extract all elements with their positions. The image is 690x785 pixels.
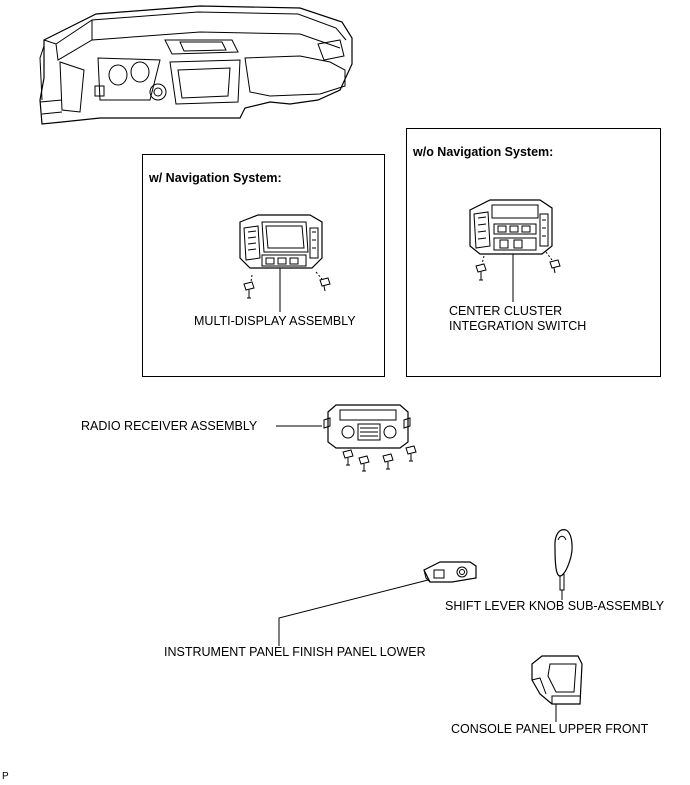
finish-panel-illustration: [278, 561, 477, 646]
with-navigation-title: w/ Navigation System:: [149, 171, 282, 185]
console-panel-label: CONSOLE PANEL UPPER FRONT: [451, 722, 649, 736]
radio-receiver-illustration: [276, 404, 417, 472]
instrument-panel-illustration: [39, 5, 353, 125]
finish-panel-label: INSTRUMENT PANEL FINISH PANEL LOWER: [164, 645, 426, 659]
without-navigation-box: w/o Navigation System:: [406, 128, 661, 377]
footer-code: P: [2, 771, 9, 782]
multi-display-label: MULTI-DISPLAY ASSEMBLY: [194, 314, 356, 328]
radio-receiver-label: RADIO RECEIVER ASSEMBLY: [81, 419, 258, 433]
center-cluster-label-line1: CENTER CLUSTER: [449, 304, 563, 318]
shift-knob-label: SHIFT LEVER KNOB SUB-ASSEMBLY: [445, 599, 665, 613]
console-panel-illustration: [531, 655, 583, 722]
center-cluster-label-line2: INTEGRATION SWITCH: [449, 319, 587, 333]
with-navigation-box: w/ Navigation System:: [142, 154, 385, 377]
shift-knob-illustration: [554, 529, 573, 600]
without-navigation-title: w/o Navigation System:: [413, 145, 554, 159]
